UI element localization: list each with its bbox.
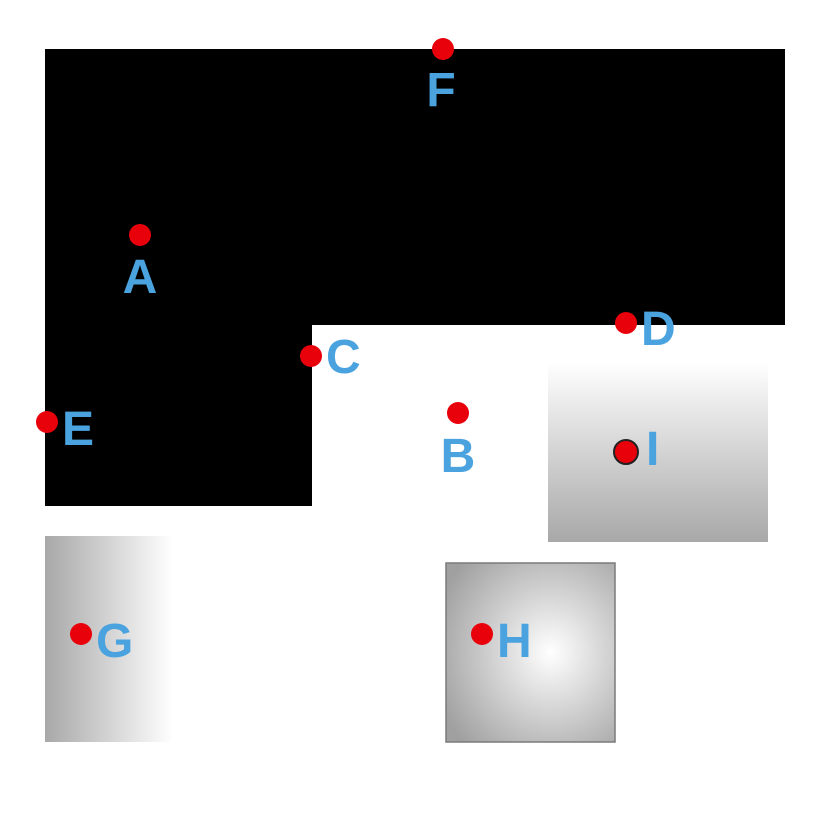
point-a-label: A <box>123 251 158 304</box>
point-d-dot <box>615 312 637 334</box>
point-i-label: I <box>646 423 659 476</box>
point-d: D <box>615 303 676 356</box>
point-h-dot <box>471 623 493 645</box>
black-l-shape <box>45 49 785 506</box>
point-i-dot <box>613 439 639 465</box>
point-a-dot <box>129 224 151 246</box>
point-g-dot <box>70 623 92 645</box>
point-e: E <box>36 403 94 456</box>
point-a: A <box>123 224 158 304</box>
point-f: F <box>426 38 456 117</box>
gradient-box-i <box>548 362 768 542</box>
point-d-label: D <box>641 303 676 356</box>
point-c-dot <box>300 345 322 367</box>
point-e-label: E <box>62 403 94 456</box>
point-e-dot <box>36 411 58 433</box>
point-g-label: G <box>96 615 133 668</box>
gradient-box-g <box>45 536 173 742</box>
point-h-label: H <box>497 615 532 668</box>
point-c-label: C <box>326 331 361 384</box>
point-h: H <box>471 615 532 668</box>
point-b: B <box>441 402 476 483</box>
point-f-dot <box>432 38 454 60</box>
point-c: C <box>300 331 361 384</box>
point-i: I <box>613 423 659 476</box>
point-g: G <box>70 615 133 668</box>
gradient-box-h <box>445 562 616 743</box>
point-b-dot <box>447 402 469 424</box>
point-f-label: F <box>426 64 455 117</box>
point-b-label: B <box>441 430 476 483</box>
